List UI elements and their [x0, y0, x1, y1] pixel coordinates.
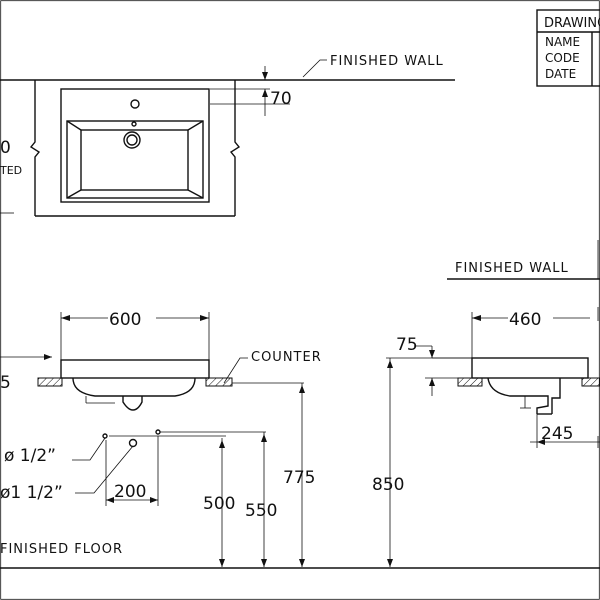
title-block-row-code: CODE: [545, 51, 580, 65]
dim-600: 600: [109, 310, 141, 330]
dim-550: 550: [245, 501, 277, 521]
finished-wall-top-label: FINISHED WALL: [330, 54, 444, 69]
title-block: DRAWING NAME CODE DATE: [536, 9, 600, 87]
pipe-one-half-label: ø1 1/2”: [0, 483, 63, 503]
cut-left-text: TED: [0, 164, 22, 177]
front-elevation: 600 COUNTER 5 ø 1/2” ø1 1/2”: [0, 310, 600, 569]
dim-200: 200: [114, 482, 146, 502]
dim-500: 500: [203, 494, 235, 514]
dim-775: 775: [283, 468, 315, 488]
counter-label: COUNTER: [251, 350, 322, 365]
plan-view: FINISHED WALL 70 0 TED: [0, 54, 455, 217]
dim-460: 460: [509, 310, 541, 330]
finished-floor-label: FINISHED FLOOR: [0, 542, 123, 557]
cut-left-mid: 5: [0, 373, 11, 393]
dim-850: 850: [372, 475, 404, 495]
side-elevation: FINISHED WALL 460 75 850: [372, 240, 600, 567]
title-block-row-name: NAME: [545, 35, 580, 49]
dim-75: 75: [396, 335, 418, 355]
cut-left-number: 0: [0, 138, 11, 158]
title-block-heading: DRAWING: [544, 16, 600, 31]
pipe-half-label: ø 1/2”: [4, 446, 56, 466]
dim-70: 70: [270, 89, 292, 109]
finished-wall-side-label: FINISHED WALL: [455, 261, 569, 276]
dim-245: 245: [541, 424, 573, 444]
title-block-row-date: DATE: [545, 67, 576, 81]
